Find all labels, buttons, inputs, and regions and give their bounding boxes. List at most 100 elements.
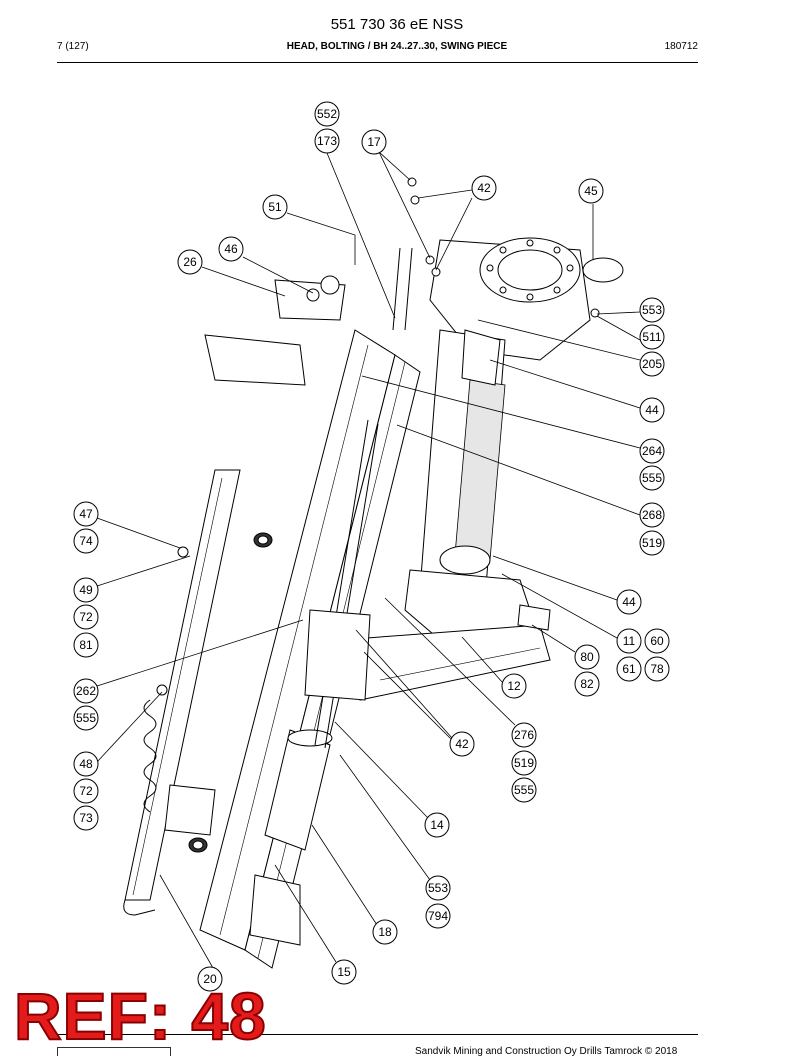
callout-61: 61	[616, 656, 642, 682]
svg-text:81: 81	[79, 638, 93, 652]
callout-42-top: 42	[471, 175, 497, 201]
brand-logo	[57, 1047, 171, 1056]
svg-text:555: 555	[642, 471, 662, 485]
svg-text:17: 17	[367, 135, 381, 149]
callout-262: 262	[73, 678, 99, 704]
callout-553-lower: 553	[425, 875, 451, 901]
svg-text:276: 276	[514, 728, 534, 742]
svg-text:73: 73	[79, 811, 93, 825]
svg-text:72: 72	[79, 610, 93, 624]
callout-511: 511	[639, 324, 665, 350]
callout-205: 205	[639, 351, 665, 377]
svg-text:26: 26	[183, 255, 197, 269]
svg-text:51: 51	[268, 200, 282, 214]
svg-text:555: 555	[514, 783, 534, 797]
callout-555-b: 555	[73, 705, 99, 731]
clamp-ring-bottom	[439, 545, 491, 575]
lower-bracket	[249, 874, 301, 946]
svg-text:44: 44	[622, 595, 636, 609]
upper-bracket	[204, 334, 306, 386]
callout-48: 48	[73, 751, 99, 777]
callout-49: 49	[73, 577, 99, 603]
callout-173: 173	[314, 128, 340, 154]
callout-45: 45	[578, 178, 604, 204]
callout-519-b: 519	[511, 750, 537, 776]
svg-text:60: 60	[650, 634, 664, 648]
callout-72-a: 72	[73, 604, 99, 630]
svg-text:49: 49	[79, 583, 93, 597]
svg-text:42: 42	[455, 737, 469, 751]
svg-text:555: 555	[76, 711, 96, 725]
callout-12: 12	[501, 673, 527, 699]
callout-60: 60	[644, 628, 670, 654]
svg-text:45: 45	[584, 184, 598, 198]
svg-text:74: 74	[79, 534, 93, 548]
callout-552: 552	[314, 101, 340, 127]
svg-text:553: 553	[428, 881, 448, 895]
callout-794: 794	[425, 903, 451, 929]
callout-78: 78	[644, 656, 670, 682]
svg-text:794: 794	[428, 909, 448, 923]
callout-44-upper: 44	[639, 397, 665, 423]
svg-text:173: 173	[317, 134, 337, 148]
clamp-ring-top	[582, 257, 624, 283]
callout-20: 20	[197, 966, 223, 992]
page-number: 7 (127)	[57, 41, 89, 52]
svg-text:11: 11	[623, 634, 636, 648]
svg-text:553: 553	[642, 303, 662, 317]
leader-lines	[96, 151, 641, 969]
callout-519-a: 519	[639, 530, 665, 556]
callout-276: 276	[511, 722, 537, 748]
ref-stamp: REF: 48	[13, 979, 267, 1053]
svg-text:14: 14	[430, 818, 444, 832]
section-title: HEAD, BOLTING / BH 24..27..30, SWING PIE…	[286, 41, 508, 52]
parts-illustration	[123, 177, 624, 969]
svg-text:80: 80	[580, 650, 594, 664]
svg-text:552: 552	[317, 107, 337, 121]
callout-18: 18	[372, 919, 398, 945]
svg-text:268: 268	[642, 508, 662, 522]
callout-46: 46	[218, 236, 244, 262]
callout-81: 81	[73, 632, 99, 658]
svg-text:44: 44	[645, 403, 659, 417]
callout-11: 11	[616, 628, 642, 654]
footer-rule	[57, 1034, 698, 1035]
callout-42-lower: 42	[449, 731, 475, 757]
document-number: 551 730 36 eE NSS	[330, 16, 464, 33]
svg-text:42: 42	[477, 181, 491, 195]
callout-44-lower: 44	[616, 589, 642, 615]
callout-15: 15	[331, 959, 357, 985]
callout-268: 268	[639, 502, 665, 528]
callout-14: 14	[424, 812, 450, 838]
spring-coil	[143, 699, 157, 813]
svg-text:262: 262	[76, 684, 96, 698]
callout-555-a: 555	[639, 465, 665, 491]
callout-17: 17	[361, 129, 387, 155]
callout-74: 74	[73, 528, 99, 554]
document-date: 180712	[664, 41, 698, 52]
svg-text:82: 82	[580, 677, 594, 691]
callout-51: 51	[262, 194, 288, 220]
svg-text:18: 18	[378, 925, 392, 939]
svg-text:15: 15	[337, 965, 351, 979]
svg-text:72: 72	[79, 784, 93, 798]
svg-text:519: 519	[642, 536, 662, 550]
callout-553-right: 553	[639, 297, 665, 323]
copyright-text: Sandvik Mining and Construction Oy Drill…	[415, 1046, 678, 1057]
callout-72-b: 72	[73, 778, 99, 804]
callout-82: 82	[574, 671, 600, 697]
svg-text:264: 264	[642, 444, 662, 458]
svg-text:205: 205	[642, 357, 662, 371]
mid-bracket	[304, 609, 371, 701]
callout-264: 264	[639, 438, 665, 464]
callout-73: 73	[73, 805, 99, 831]
callout-80: 80	[574, 644, 600, 670]
svg-text:511: 511	[642, 330, 661, 344]
svg-text:519: 519	[514, 756, 534, 770]
svg-text:12: 12	[507, 679, 521, 693]
svg-text:46: 46	[224, 242, 238, 256]
callout-26: 26	[177, 249, 203, 275]
callout-47: 47	[73, 501, 99, 527]
svg-text:61: 61	[622, 662, 636, 676]
